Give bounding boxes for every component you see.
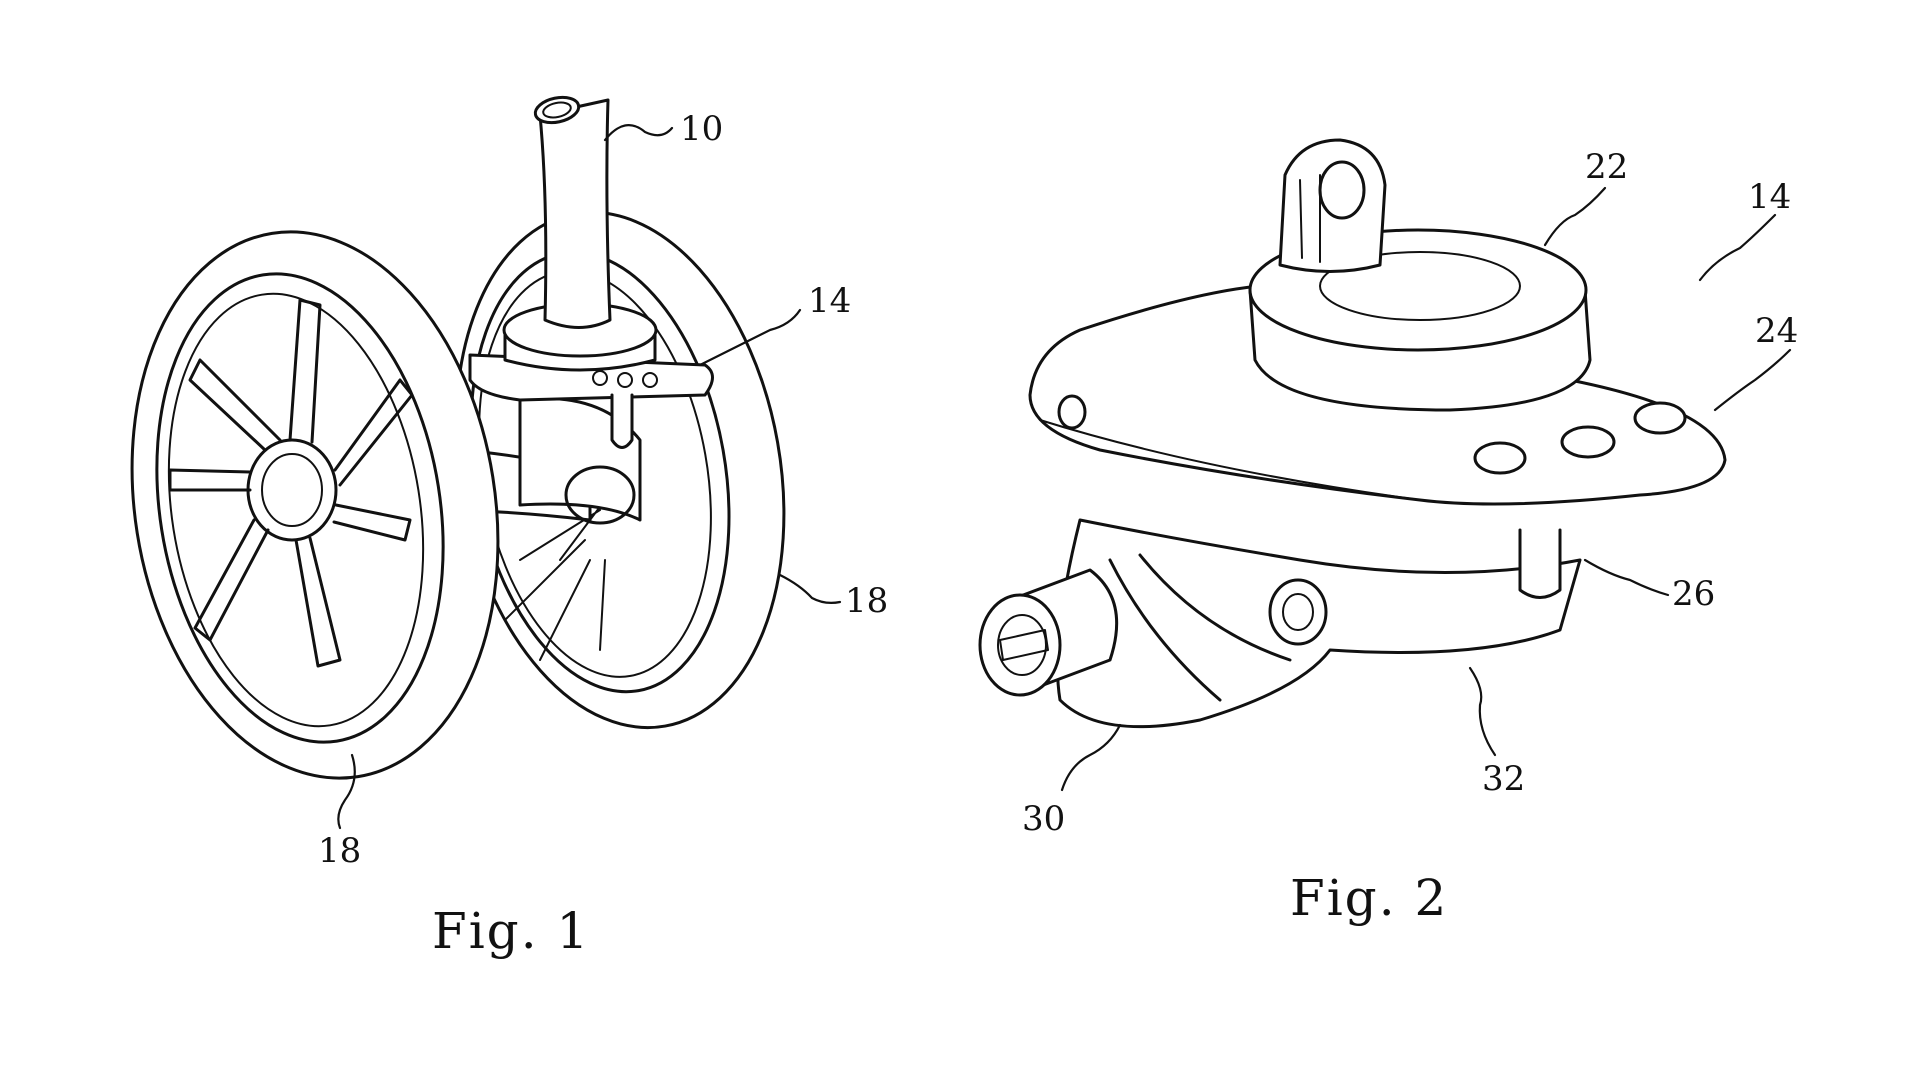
fig2-leader-30 — [1060, 723, 1122, 792]
fig1-leader-18-right — [778, 573, 842, 604]
fig2-leader-14 — [1698, 213, 1777, 282]
fig2-leader-26 — [1583, 558, 1670, 597]
fig1-drawing: 10 14 18 18 Fig. 1 — [130, 95, 888, 960]
fig1-label-tube: 10 — [680, 109, 723, 149]
fig2-label-top-cap: 22 — [1585, 147, 1628, 187]
fig1-tube — [533, 95, 612, 329]
fig2-clip — [1518, 528, 1562, 599]
fig1-caster-housing — [468, 302, 714, 449]
fig1-front-wheel — [130, 230, 500, 780]
fig2-leader-32 — [1468, 666, 1497, 757]
fig2-label-axle-mount: 30 — [1022, 799, 1065, 839]
fig2-axle-mount — [978, 568, 1119, 697]
fig2-leader-24 — [1713, 348, 1792, 412]
fig1-leader-14 — [698, 308, 802, 367]
fig1-leader-10 — [603, 124, 674, 142]
fig2-label-clip: 26 — [1672, 574, 1715, 614]
fig1-label-wheel-left: 18 — [318, 831, 361, 871]
fig2-label-plate: 24 — [1755, 311, 1798, 351]
fig1-label-wheel-right: 18 — [845, 581, 888, 621]
fig1-label-caster: 14 — [808, 281, 851, 321]
fig2-top-cap — [1248, 138, 1592, 412]
fig2-body — [1056, 518, 1582, 729]
fig2-leader-22 — [1543, 186, 1607, 247]
fig2-drawing: 22 14 24 26 32 30 Fig. 2 — [978, 138, 1798, 927]
fig2-label-caster-assembly: 14 — [1748, 177, 1791, 217]
fig2-label-body: 32 — [1482, 759, 1525, 799]
fig2-caption: Fig. 2 — [1290, 869, 1448, 927]
fig1-leader-18-left — [337, 753, 356, 830]
fig1-caption: Fig. 1 — [432, 902, 590, 960]
